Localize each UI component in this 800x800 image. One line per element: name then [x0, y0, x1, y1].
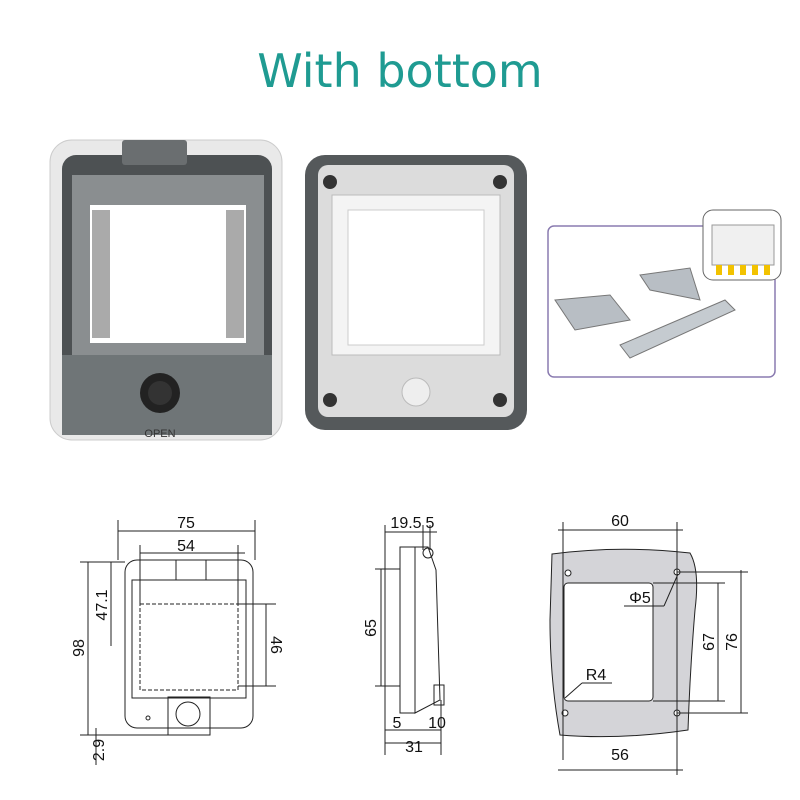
page-title: With bottom [257, 44, 543, 98]
dim-height-window: 46 [267, 636, 284, 654]
accessory-photo [547, 209, 782, 378]
open-label: OPEN [144, 428, 175, 440]
dim-bottom-offset: 2.9 [91, 739, 108, 761]
front-cover-photo: OPEN [49, 139, 283, 441]
dim-height-total: 98 [71, 639, 88, 657]
dim-width-outer: 75 [177, 515, 195, 532]
dim-side-depth: 31 [405, 739, 423, 756]
dim-hole-diameter: Φ5 [629, 590, 651, 607]
dim-side-bottom-a: 5 [393, 715, 402, 732]
dim-mount-width-top: 60 [611, 513, 629, 530]
dim-mount-height-inner: 67 [701, 633, 718, 651]
dim-mount-height-outer: 76 [724, 633, 741, 651]
dim-height-upper: 47.1 [94, 589, 111, 620]
side-dimension-drawing: 19.5 5 65 5 10 31 [363, 515, 446, 756]
mount-dimension-drawing: 60 Φ5 67 76 R4 56 [549, 513, 748, 775]
dim-mount-width-bottom: 56 [611, 747, 629, 764]
dim-corner-radius: R4 [586, 667, 607, 684]
dim-side-height: 65 [363, 619, 380, 637]
dim-side-top-a: 19.5 [390, 515, 421, 532]
dim-width-inner: 54 [177, 538, 195, 555]
front-dimension-drawing: 75 54 98 47.1 46 2.9 [71, 515, 284, 765]
dim-side-bottom-b: 10 [428, 715, 446, 732]
dim-side-top-b: 5 [426, 515, 435, 532]
base-photo [305, 155, 527, 430]
